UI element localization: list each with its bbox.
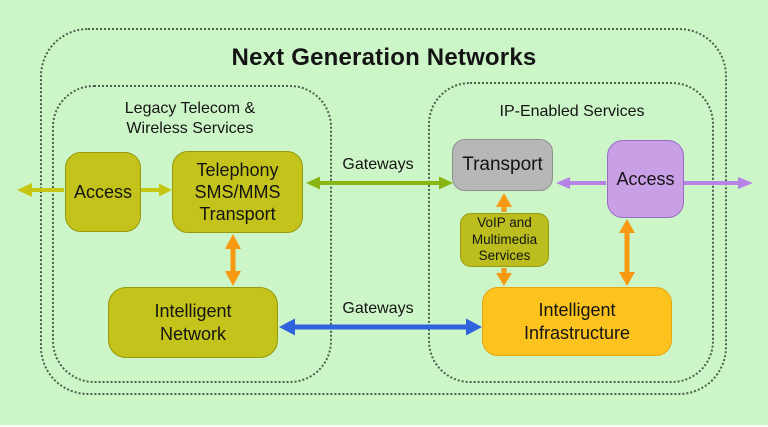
intelligent-infrastructure-box: Intelligent Infrastructure xyxy=(482,287,672,356)
legacy-access-box: Access xyxy=(65,152,141,232)
bottom-edge-strip xyxy=(0,425,768,427)
gateways-top-label: Gateways xyxy=(342,156,414,173)
legacy-section-label: Legacy Telecom & Wireless Services xyxy=(124,100,256,137)
ip-access-box: Access xyxy=(607,140,684,218)
ngn-boundary xyxy=(40,28,727,395)
ip-transport-box: Transport xyxy=(452,139,553,191)
voip-services-box: VoIP and Multimedia Services xyxy=(460,213,549,267)
diagram-title: Next Generation Networks xyxy=(231,44,537,71)
ip-boundary xyxy=(428,82,714,383)
ip-section-label: IP-Enabled Services xyxy=(499,103,645,120)
telephony-box: Telephony SMS/MMS Transport xyxy=(172,151,303,233)
intelligent-network-box: Intelligent Network xyxy=(108,287,278,358)
legacy-boundary xyxy=(52,85,332,383)
gateways-bottom-label: Gateways xyxy=(342,300,414,317)
